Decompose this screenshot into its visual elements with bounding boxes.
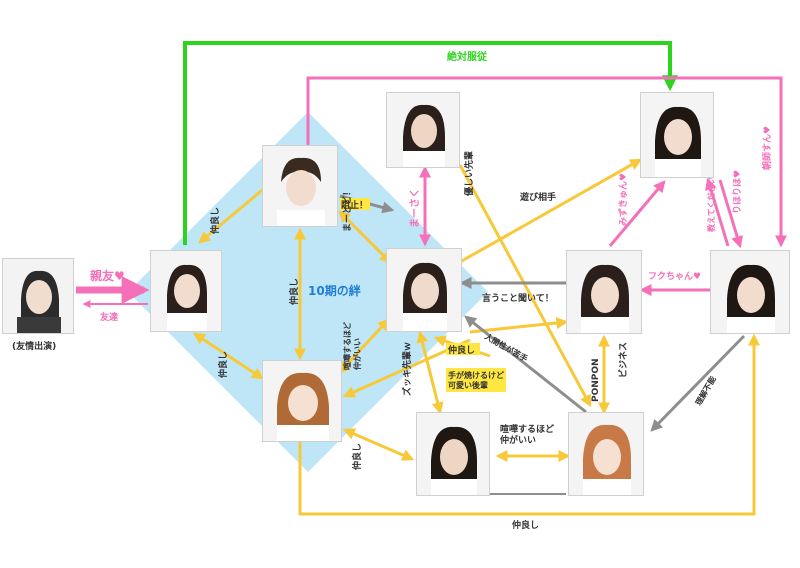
- label-zukki: ズッキ先輩ｗ: [401, 342, 413, 396]
- label-mizuki-kyun: みずきゅん♥: [617, 173, 629, 226]
- arrow-yasashii-senpai: [458, 164, 592, 408]
- arrow-maadodo: [338, 210, 392, 264]
- label-friend: 友達: [100, 311, 118, 323]
- label-kenka-bottom: 喧嘩するほど仲がいい: [500, 423, 554, 446]
- label-nakayoshi-bottom: 仲良し: [512, 519, 539, 531]
- member-bottom-middle-avatar: [417, 413, 489, 495]
- member-top-middle-avatar: [387, 93, 459, 167]
- label-listen: 言うこと聞いて！: [482, 292, 554, 304]
- label-stop: 阻止！: [341, 199, 368, 211]
- member-left-portrait: [150, 250, 222, 332]
- label-ningensei: 人間性が苦手: [483, 331, 530, 364]
- label-nakayoshi-center: 仲良し: [288, 278, 300, 305]
- label-band: 10期の絆: [308, 283, 361, 298]
- caption-friendship-appearance: (友情出演): [12, 340, 56, 352]
- arrow-asobi-aite: [459, 158, 643, 264]
- member-top-right-avatar: [641, 93, 713, 177]
- arrow-rihoriho: [718, 179, 743, 249]
- label-kanashii: 理解不能: [693, 374, 718, 407]
- guest-member-avatar: [3, 259, 73, 333]
- member-diamond-top-avatar: [263, 146, 337, 226]
- arrow-nakayoshi-topleft: [198, 180, 274, 244]
- member-bottom-middle-portrait: [416, 412, 490, 496]
- member-far-right-portrait: [710, 250, 790, 334]
- label-maadodo: まーどど！: [341, 187, 353, 232]
- label-teacher: 教えてください: [706, 177, 716, 233]
- label-absolute-obedience: 絶対服従: [447, 50, 488, 63]
- label-yasashii-senpai: 優しい先輩: [463, 151, 475, 197]
- label-cute-kouhai: 手が焼けるけど可愛い後輩: [448, 370, 504, 390]
- arrow-ningensei: [464, 315, 587, 414]
- label-fuku-chan: フクちゃん♥: [648, 271, 701, 282]
- arrow-nakayoshi-bottom-left: [342, 428, 415, 461]
- label-nakayoshi-mid: 仲良し: [448, 344, 475, 356]
- member-diamond-top-portrait: [262, 145, 338, 227]
- member-center-avatar: [387, 249, 461, 331]
- member-left-avatar: [151, 251, 221, 331]
- member-top-right-portrait: [640, 92, 714, 178]
- guest-member-portrait: [2, 258, 74, 334]
- member-top-middle-portrait: [386, 92, 460, 168]
- label-nakayoshi-top: 仲良し: [209, 207, 221, 234]
- member-diamond-bottom-avatar: [263, 361, 341, 441]
- arrow-absolute-obedience: [183, 41, 678, 245]
- member-middle-right-portrait: [566, 250, 642, 334]
- label-nakayoshi-left: 仲良し: [217, 351, 229, 378]
- member-bottom-right-avatar: [569, 413, 643, 495]
- label-business: ビジネス: [617, 342, 629, 378]
- label-kenka-top: 喧嘩するほど仲がいい: [342, 322, 362, 370]
- member-diamond-bottom-portrait: [262, 360, 342, 442]
- arrow-kanashii: [650, 334, 746, 432]
- arrow-zukki: [416, 330, 444, 415]
- member-bottom-right-portrait: [568, 412, 644, 496]
- label-asobi-aite: 遊び相手: [520, 191, 556, 203]
- label-ponpon: PONPON: [591, 358, 601, 402]
- label-rihoriho: りほりほ♥: [732, 170, 743, 214]
- member-middle-right-avatar: [567, 251, 641, 333]
- arrow-teacher: [705, 177, 730, 247]
- arrow-kenka-top: [338, 318, 390, 374]
- label-nakayoshi-bottom-left: 仲良し: [351, 443, 363, 470]
- arrow-center-midright: [469, 317, 569, 334]
- label-maasaku: まーさく: [409, 188, 421, 228]
- label-asumi: 朝師すん♥: [761, 126, 773, 170]
- arrow-nakayoshi-bottom: [298, 333, 760, 516]
- label-best-friend: 親友♥: [90, 268, 125, 283]
- arrow-mizuki-kyun: [608, 180, 666, 247]
- member-far-right-avatar: [711, 251, 789, 333]
- arrow-pink-top-loop: [306, 76, 787, 248]
- member-center-portrait: [386, 248, 462, 332]
- arrow-nakayoshi-left-bottom: [192, 332, 265, 380]
